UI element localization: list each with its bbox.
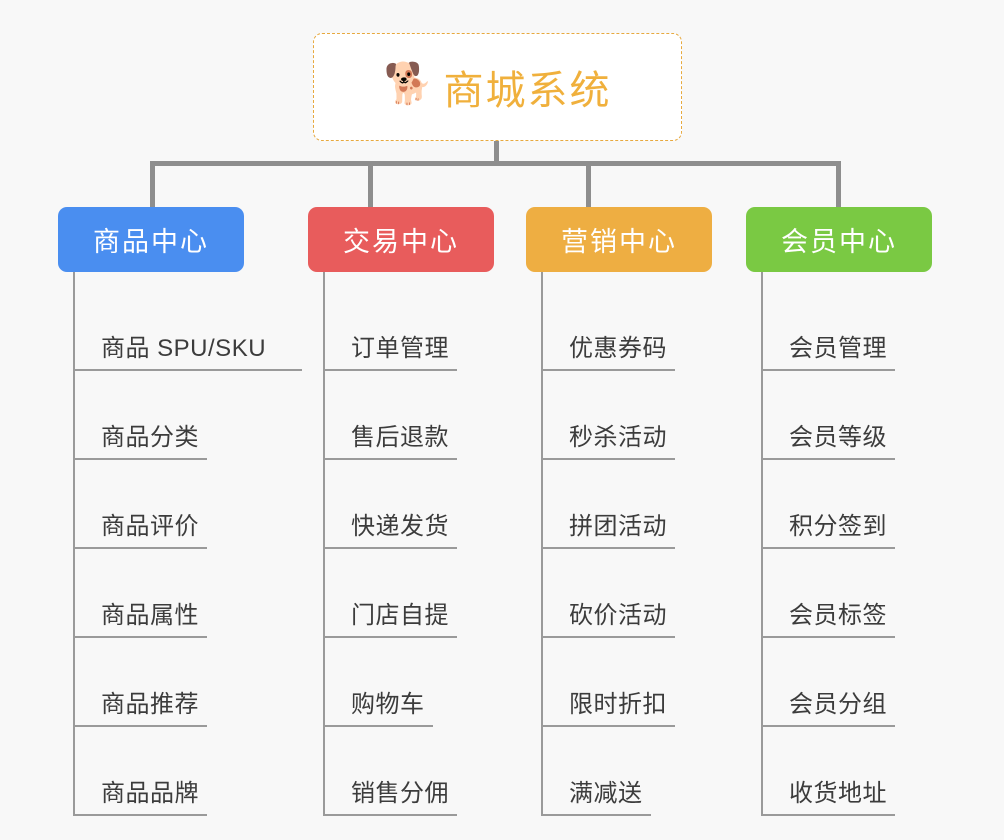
root-node[interactable]: 🐕 商城系统 bbox=[313, 33, 682, 141]
leaf-item[interactable]: 快递发货 bbox=[325, 460, 494, 549]
leaf-item[interactable]: 秒杀活动 bbox=[543, 371, 712, 460]
leaf-item[interactable]: 会员分组 bbox=[763, 638, 932, 727]
leaf-label: 优惠券码 bbox=[543, 334, 675, 371]
leaf-item[interactable]: 优惠券码 bbox=[543, 282, 712, 371]
leaf-item[interactable]: 积分签到 bbox=[763, 460, 932, 549]
connector-trunk bbox=[494, 141, 499, 165]
leaf-label: 会员分组 bbox=[763, 690, 895, 727]
connector-horizontal-bus bbox=[150, 161, 841, 166]
shiba-dog-face-icon: 🐕 bbox=[383, 62, 434, 106]
branch-product-center: 商品中心 商品 SPU/SKU 商品分类 商品评价 商品属性 商品推荐 商品品牌 bbox=[58, 207, 302, 816]
leaf-item[interactable]: 商品分类 bbox=[75, 371, 244, 460]
leaf-label: 满减送 bbox=[543, 779, 651, 816]
leaf-list-trade-center: 订单管理 售后退款 快递发货 门店自提 购物车 销售分佣 bbox=[323, 272, 494, 816]
leaf-label: 积分签到 bbox=[763, 512, 895, 549]
leaf-label: 销售分佣 bbox=[325, 779, 457, 816]
leaf-label: 拼团活动 bbox=[543, 512, 675, 549]
leaf-item[interactable]: 商品属性 bbox=[75, 549, 244, 638]
leaf-label: 限时折扣 bbox=[543, 690, 675, 727]
branch-header-member-center[interactable]: 会员中心 bbox=[746, 207, 932, 272]
leaf-item[interactable]: 商品评价 bbox=[75, 460, 244, 549]
leaf-item[interactable]: 商品 SPU/SKU bbox=[75, 282, 302, 371]
leaf-item[interactable]: 门店自提 bbox=[325, 549, 494, 638]
leaf-label: 购物车 bbox=[325, 690, 433, 727]
leaf-label: 商品属性 bbox=[75, 601, 207, 638]
leaf-label: 商品分类 bbox=[75, 423, 207, 460]
leaf-label: 商品品牌 bbox=[75, 779, 207, 816]
branch-header-trade-center[interactable]: 交易中心 bbox=[308, 207, 494, 272]
leaf-label: 会员等级 bbox=[763, 423, 895, 460]
leaf-item[interactable]: 会员标签 bbox=[763, 549, 932, 638]
leaf-label: 会员管理 bbox=[763, 334, 895, 371]
leaf-label: 商品评价 bbox=[75, 512, 207, 549]
branch-trade-center: 交易中心 订单管理 售后退款 快递发货 门店自提 购物车 销售分佣 bbox=[308, 207, 494, 816]
leaf-item[interactable]: 砍价活动 bbox=[543, 549, 712, 638]
connector-drop-4 bbox=[836, 161, 841, 209]
leaf-item[interactable]: 拼团活动 bbox=[543, 460, 712, 549]
leaf-item[interactable]: 限时折扣 bbox=[543, 638, 712, 727]
leaf-label: 砍价活动 bbox=[543, 601, 675, 638]
branch-marketing-center: 营销中心 优惠券码 秒杀活动 拼团活动 砍价活动 限时折扣 满减送 bbox=[526, 207, 712, 816]
leaf-item[interactable]: 商品推荐 bbox=[75, 638, 244, 727]
leaf-label: 会员标签 bbox=[763, 601, 895, 638]
leaf-item[interactable]: 销售分佣 bbox=[325, 727, 494, 816]
leaf-item[interactable]: 商品品牌 bbox=[75, 727, 244, 816]
leaf-item[interactable]: 会员等级 bbox=[763, 371, 932, 460]
leaf-item[interactable]: 售后退款 bbox=[325, 371, 494, 460]
leaf-item[interactable]: 满减送 bbox=[543, 727, 712, 816]
leaf-item[interactable]: 收货地址 bbox=[763, 727, 932, 816]
leaf-list-member-center: 会员管理 会员等级 积分签到 会员标签 会员分组 收货地址 bbox=[761, 272, 932, 816]
branch-member-center: 会员中心 会员管理 会员等级 积分签到 会员标签 会员分组 收货地址 bbox=[746, 207, 932, 816]
leaf-list-marketing-center: 优惠券码 秒杀活动 拼团活动 砍价活动 限时折扣 满减送 bbox=[541, 272, 712, 816]
leaf-item[interactable]: 会员管理 bbox=[763, 282, 932, 371]
leaf-label: 订单管理 bbox=[325, 334, 457, 371]
root-title: 商城系统 bbox=[443, 69, 612, 113]
leaf-list-product-center: 商品 SPU/SKU 商品分类 商品评价 商品属性 商品推荐 商品品牌 bbox=[73, 272, 302, 816]
connector-drop-2 bbox=[368, 161, 373, 209]
leaf-label: 售后退款 bbox=[325, 423, 457, 460]
leaf-label: 收货地址 bbox=[763, 779, 895, 816]
leaf-label: 商品 SPU/SKU bbox=[75, 334, 302, 371]
leaf-item[interactable]: 购物车 bbox=[325, 638, 494, 727]
branch-header-product-center[interactable]: 商品中心 bbox=[58, 207, 244, 272]
leaf-label: 商品推荐 bbox=[75, 690, 207, 727]
connector-drop-1 bbox=[150, 161, 155, 209]
branch-header-marketing-center[interactable]: 营销中心 bbox=[526, 207, 712, 272]
leaf-label: 门店自提 bbox=[325, 601, 457, 638]
leaf-label: 秒杀活动 bbox=[543, 423, 675, 460]
leaf-label: 快递发货 bbox=[325, 512, 457, 549]
connector-drop-3 bbox=[586, 161, 591, 209]
leaf-item[interactable]: 订单管理 bbox=[325, 282, 494, 371]
